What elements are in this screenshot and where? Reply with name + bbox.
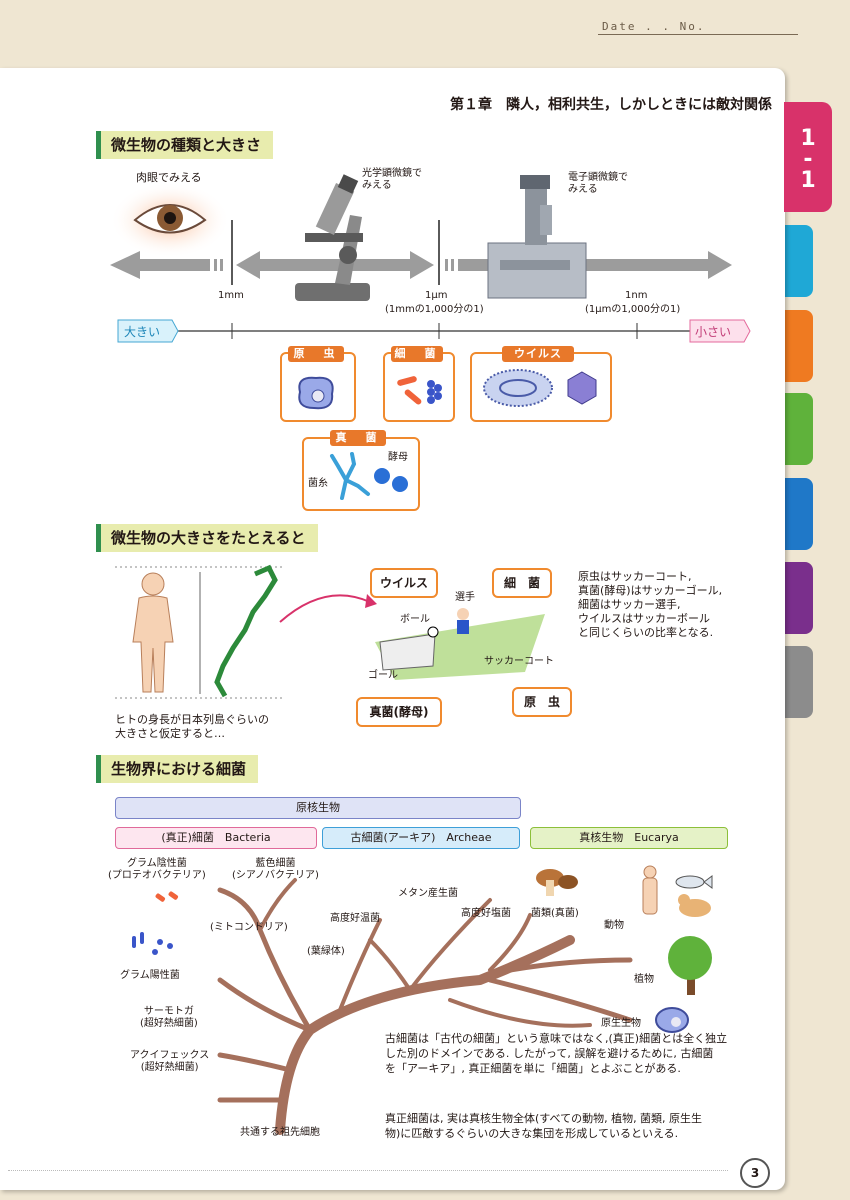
eye-label: 肉眼でみえる [136,171,202,184]
protozoa-callout: 原 虫 [512,687,572,717]
footer-divider [8,1170,728,1171]
japan-map-icon [214,564,278,698]
yeast-label: 酵母 [388,452,408,463]
section-title-tree: 生物界における細菌 [96,755,259,783]
section-title-analogy: 微生物の大きさをたとえると [96,524,318,552]
fungi-kingdom-label: 菌類(真菌) [531,908,579,919]
protist-icon [655,1007,689,1033]
court-label: サッカーコート [484,656,554,667]
ball-icon [427,626,439,638]
thermophile-label: 高度好温菌 [330,913,380,924]
eukarya-domain: 真核生物 Eucarya [530,827,728,849]
scale-diagram [110,174,751,343]
virus-badge: ウイルス [502,346,574,362]
common-ancestor-label: 共通する祖先細胞 [240,1127,320,1138]
page-number: 3 [740,1158,770,1188]
phylogenetic-tree [132,865,713,1135]
bacteria-callout: 細 菌 [492,568,552,598]
ball-label: ボール [400,614,430,625]
protists-label: 原生生物 [601,1018,641,1029]
mushroom-icon [536,869,578,896]
fungi-box [302,437,420,511]
gram-negative-label: グラム陰性菌 (プロテオバクテリア) [108,858,206,881]
scale-1nm-note: (1μmの1,000分の1) [585,304,681,315]
light-microscope-icon [295,174,370,301]
goal-label: ゴール [368,670,398,681]
aquifex-label: アクイフェックス (超好熱細菌) [130,1050,210,1073]
notebook-page [0,68,785,1190]
light-microscope-label: 光学顕微鏡で みえる [362,168,422,191]
plants-label: 植物 [634,974,654,985]
large-label: 大きい [124,325,161,339]
virus-icon [483,369,597,407]
scale-1um: 1μm [425,290,448,301]
methanogen-label: メタン産生菌 [398,888,458,899]
bacteria-note: 真正細菌は, 実は真核生物全体(すべての動物, 植物, 菌類, 原生生 物)に匹… [385,1112,703,1140]
tab-orange[interactable] [785,310,813,382]
virus-callout: ウイルス [370,568,438,598]
soccer-goal-icon [379,633,436,671]
arrow-light-range [236,251,434,279]
arrow-small [458,251,732,279]
fish-icon [675,875,713,889]
fungi-callout: 真菌(酵母) [356,697,442,727]
analogy-caption: ヒトの身長が日本列島ぐらいの 大きさと仮定すると… [115,713,269,740]
thermotoga-label: サーモトガ (超好熱細菌) [140,1006,198,1029]
mitochondria-label: (ミトコンドリア) [210,922,288,933]
tab-blue[interactable] [785,478,813,550]
bacteria-badge: 細 菌 [391,346,443,362]
bacteria-domain: (真正)細菌 Bacteria [115,827,317,849]
player-icon [457,620,469,634]
protozoa-icon [298,376,334,410]
dog-icon [678,894,711,917]
cyanobacteria-label: 藍色細菌 (シアノバクテリア) [232,858,319,881]
tab-chapter-1-1[interactable]: 1-1 [784,102,832,212]
human-figure-icon [132,572,174,693]
tab-green[interactable] [785,225,813,297]
tree-icon [668,936,712,995]
protozoa-badge: 原 虫 [288,346,344,362]
halophile-label: 高度好塩菌 [461,908,511,919]
analogy-explanation: 原虫はサッカーコート, 真菌(酵母)はサッカーゴール, 細菌はサッカー選手, ウ… [578,570,723,639]
prokaryote-bar: 原核生物 [115,797,521,819]
header-rule [598,34,798,35]
small-label: 小さい [695,325,732,339]
date-label: Date . . No. [602,20,706,33]
tab-purple[interactable] [785,562,813,634]
bacteria-icon [397,376,442,405]
gram-positive-label: グラム陽性菌 [120,970,180,981]
electron-microscope-label: 電子顕微鏡で みえる [568,172,628,195]
scale-1mm: 1mm [218,290,244,301]
hypha-label: 菌糸 [308,478,328,489]
arrow-left-large [110,251,210,279]
scale-1um-note: (1mmの1,000分の1) [385,304,484,315]
chapter-title: 第１章 隣人，相利共生，しかしときには敵対関係 [450,97,772,113]
archaea-note: 古細菌は「古代の細菌」という意味ではなく,(真正)細菌とは全く独立 した別のドメ… [385,1032,728,1075]
tab-lime[interactable] [785,393,813,465]
animals-label: 動物 [604,920,624,931]
scale-1nm: 1nm [625,290,648,301]
tab-gray[interactable] [785,646,813,718]
archaea-domain: 古細菌(アーキア) Archeae [322,827,520,849]
fungi-badge: 真 菌 [330,430,386,446]
analogy-figure [115,564,545,699]
electron-microscope-icon [487,175,587,299]
player-label: 選手 [455,592,475,603]
fungi-icon [330,452,408,500]
section-title-types: 微生物の種類と大きさ [96,131,274,159]
chloroplast-label: (葉緑体) [307,946,345,957]
human-small-icon [642,865,658,915]
